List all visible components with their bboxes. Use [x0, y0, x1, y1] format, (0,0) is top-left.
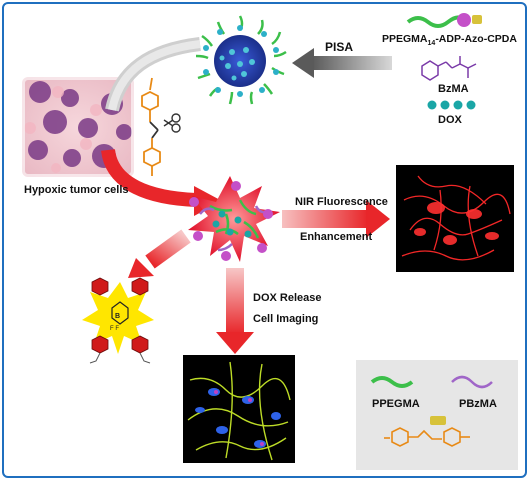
- dox-release-arrow: [216, 268, 254, 354]
- cell-imaging-image: [183, 355, 295, 463]
- dox-label: DOX: [438, 114, 462, 126]
- legend-artwork: [356, 360, 518, 470]
- enhancement-label: Enhancement: [300, 231, 373, 243]
- nanoparticle-icon: [188, 176, 280, 262]
- pbzma-swatch: [451, 375, 493, 389]
- bodipy-arrow: [128, 229, 191, 278]
- legend-ppegma-label: PPEGMA: [372, 398, 420, 410]
- dox-release-label: DOX Release: [253, 292, 322, 304]
- svg-text:F F: F F: [110, 326, 119, 332]
- scissors-icon: [163, 113, 181, 133]
- bzma-label: BzMA: [438, 83, 469, 95]
- ppegma-swatch: [370, 376, 414, 388]
- hypoxic-cells-label: Hypoxic tumor cells: [24, 184, 129, 196]
- legend-pbzma-label: PBzMA: [459, 398, 497, 410]
- ppegma-adp-azo-cpda-icon: [406, 13, 482, 28]
- pisa-arrow: [292, 48, 392, 78]
- bzma-molecule-icon: [421, 56, 477, 81]
- nir-arrow: [282, 200, 390, 238]
- polymer-label: PPEGMA14-ADP-Azo-CPDA: [382, 33, 517, 47]
- cell-imaging-label: Cell Imaging: [253, 313, 319, 325]
- azo-linker-icon: [384, 427, 470, 447]
- polymer-label-sub: 14: [427, 40, 436, 48]
- nir-fluorescence-image: [396, 165, 514, 272]
- dox-dots-icon: [427, 100, 476, 110]
- polymer-label-rest: -ADP-Azo-CPDA: [435, 33, 517, 45]
- azo-cleavage-icon: [141, 77, 161, 176]
- polymer-label-name: PPEGMA: [382, 33, 428, 45]
- micelle-icon: [195, 15, 287, 105]
- bodipy-molecule-icon: B F F: [82, 277, 154, 364]
- adp-swatch: [430, 416, 446, 425]
- pisa-label: PISA: [325, 40, 354, 54]
- nir-fluorescence-label: NIR Fluorescence: [295, 196, 388, 208]
- svg-text:B: B: [115, 313, 120, 320]
